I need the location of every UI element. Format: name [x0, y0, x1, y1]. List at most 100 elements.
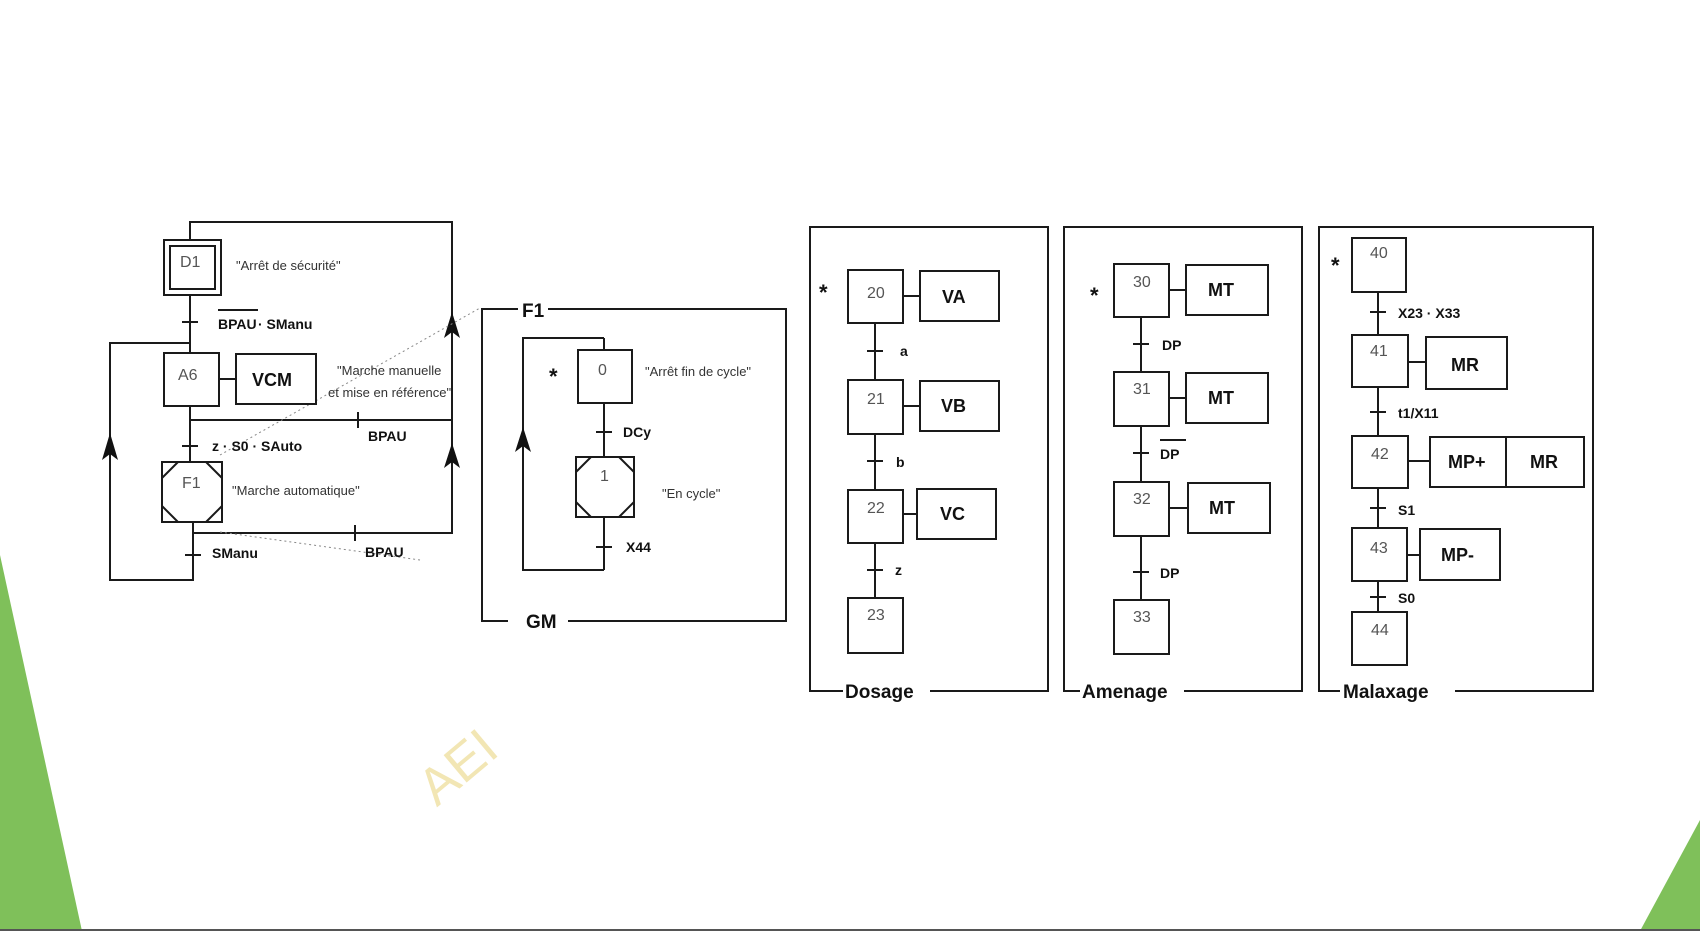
dosage-transition-b: b [896, 454, 905, 470]
amenage-grafcet: Amenage * 30 MT DP 31 MT DP 32 MT DP 33 [1063, 226, 1303, 703]
step-22-label: 22 [867, 500, 885, 517]
step-22 [847, 489, 904, 544]
action-vcm [235, 353, 317, 405]
amenage-transition-dp-2: DP [1160, 446, 1179, 462]
step-a6-label: A6 [178, 367, 198, 384]
action-mp-plus [1429, 436, 1507, 488]
gs-transition-2: z · S0 · SAuto [212, 438, 302, 454]
gm-top-label: F1 [522, 301, 545, 322]
gs-grafcet: D1 "Arrêt de sécurité" BPAU · SManu A6 V… [102, 221, 481, 581]
step-21 [847, 379, 904, 435]
step-0-comment: "Arrêt fin de cycle" [645, 364, 751, 379]
step-30-label: 30 [1133, 274, 1151, 291]
action-va [919, 270, 1000, 322]
action-mt-30-label: MT [1208, 280, 1234, 300]
step-31 [1113, 371, 1170, 427]
step-43-label: 43 [1370, 540, 1388, 557]
step-f1-label: F1 [182, 475, 201, 492]
malaxage-label: Malaxage [1343, 682, 1429, 703]
step-30 [1113, 263, 1170, 318]
step-1 [575, 456, 635, 518]
arrow-up-icon [515, 427, 531, 452]
step-a6-comment-1: "Marche manuelle [337, 363, 441, 378]
gm-bottom-label: GM [526, 612, 557, 633]
step-44 [1351, 611, 1408, 666]
step-1-label: 1 [600, 468, 609, 485]
step-33-label: 33 [1133, 609, 1151, 626]
action-vb [919, 380, 1000, 432]
step-31-label: 31 [1133, 381, 1151, 398]
gm-initial-mark: * [549, 364, 558, 389]
malaxage-initial-mark: * [1331, 253, 1340, 278]
step-a6 [163, 352, 220, 407]
step-32-label: 32 [1133, 491, 1151, 508]
malaxage-transition-2: t1/X11 [1398, 405, 1439, 421]
action-mp-plus-label: MP+ [1448, 452, 1486, 472]
malaxage-grafcet: Malaxage * 40 X23 · X33 41 MR t1/X11 42 … [1318, 226, 1594, 703]
step-0 [577, 349, 633, 404]
action-va-label: VA [942, 287, 966, 307]
gs-transition-bpau-upper: BPAU [368, 428, 407, 444]
amenage-transition-dp-1: DP [1162, 337, 1181, 353]
malaxage-transition-4: S0 [1398, 590, 1415, 606]
step-21-label: 21 [867, 391, 885, 408]
step-f1 [161, 461, 223, 523]
action-mp-minus-label: MP- [1441, 545, 1474, 565]
action-mr-41 [1425, 336, 1508, 390]
amenage-initial-mark: * [1090, 283, 1099, 308]
gm-transition-x44: X44 [626, 539, 651, 555]
action-vcm-label: VCM [252, 370, 292, 390]
arrow-up-icon [102, 433, 118, 460]
action-mr-42-label: MR [1530, 452, 1558, 472]
step-1-comment: "En cycle" [662, 486, 721, 501]
step-d1 [163, 239, 222, 296]
step-d1-label: D1 [180, 254, 201, 271]
gs-transition-bpau-lower: BPAU [365, 544, 404, 560]
step-32 [1113, 481, 1170, 537]
step-23-label: 23 [867, 607, 885, 624]
step-20 [847, 269, 904, 324]
step-23 [847, 597, 904, 654]
step-40-label: 40 [1370, 245, 1388, 262]
malaxage-transition-1: X23 · X33 [1398, 305, 1460, 321]
action-mt-32 [1187, 482, 1271, 534]
step-a6-comment-2: et mise en référence" [328, 385, 452, 400]
dosage-transition-a: a [900, 343, 908, 359]
dosage-transition-z: z [895, 562, 902, 578]
amenage-label: Amenage [1082, 682, 1168, 703]
step-40 [1351, 237, 1407, 293]
gs-transition-bar-label: BPAU [218, 316, 257, 332]
action-mt-31 [1185, 372, 1269, 424]
action-vc [916, 488, 997, 540]
gs-transition-rest-label: · SManu [258, 316, 312, 332]
gs-transition-smanu: SManu [212, 545, 258, 561]
action-mt-30 [1185, 264, 1269, 316]
dosage-label: Dosage [845, 682, 914, 703]
step-33 [1113, 599, 1170, 655]
step-44-label: 44 [1371, 622, 1389, 639]
step-43 [1351, 527, 1408, 582]
malaxage-transition-3: S1 [1398, 502, 1415, 518]
gm-grafcet: F1 GM * 0 "Arrêt fin de cycle" DCy 1 "En… [481, 301, 787, 633]
action-mr-42 [1505, 436, 1585, 488]
action-vc-label: VC [940, 504, 965, 524]
green-corner-right [1640, 820, 1700, 931]
step-20-label: 20 [867, 285, 885, 302]
action-mr-41-label: MR [1451, 355, 1479, 375]
amenage-transition-dp-3: DP [1160, 565, 1179, 581]
step-f1-comment: "Marche automatique" [232, 483, 360, 498]
arrow-up-icon [444, 443, 460, 468]
step-0-label: 0 [598, 362, 607, 379]
green-corner-left [0, 555, 82, 931]
step-41-label: 41 [1370, 343, 1388, 360]
action-mp-minus [1419, 528, 1501, 581]
action-mt-31-label: MT [1208, 388, 1234, 408]
action-mt-32-label: MT [1209, 498, 1235, 518]
arrow-up-icon [444, 312, 460, 338]
gm-transition-dcy: DCy [623, 424, 651, 440]
action-vb-label: VB [941, 396, 966, 416]
step-d1-comment: "Arrêt de sécurité" [236, 258, 341, 273]
step-42-label: 42 [1371, 446, 1389, 463]
dosage-initial-mark: * [819, 280, 828, 305]
